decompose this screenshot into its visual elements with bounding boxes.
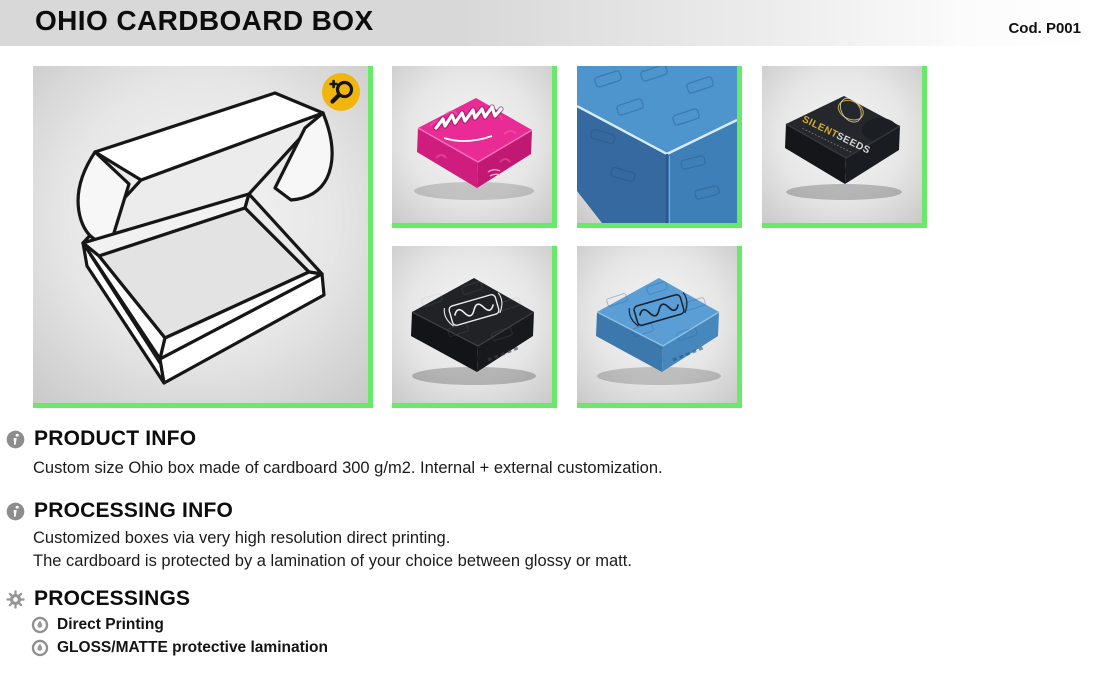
processings-list: Direct Printing GLOSS/MATTE protective l… bbox=[31, 616, 328, 662]
product-code: Cod. P001 bbox=[1008, 20, 1081, 37]
zoom-plus-icon[interactable] bbox=[322, 73, 360, 111]
thumbnail-grid: SILENT SEEDS bbox=[392, 66, 927, 408]
processing-info-body: Customized boxes via very high resolutio… bbox=[33, 527, 632, 573]
thumbnail-black-silent-seeds-box[interactable]: SILENT SEEDS bbox=[762, 66, 927, 228]
page-title: OHIO CARDBOARD BOX bbox=[35, 5, 374, 36]
info-icon bbox=[6, 502, 25, 520]
thumbnail-pink-graffiti-box[interactable] bbox=[392, 66, 557, 228]
processing-info-line: Customized boxes via very high resolutio… bbox=[33, 529, 451, 547]
product-info-body: Custom size Ohio box made of cardboard 3… bbox=[33, 459, 663, 477]
product-info-title: PRODUCT INFO bbox=[34, 427, 197, 450]
header-bar: OHIO CARDBOARD BOX Cod. P001 bbox=[0, 0, 1093, 46]
box-line-drawing bbox=[76, 91, 334, 385]
processing-info-title: PROCESSING INFO bbox=[34, 499, 234, 522]
info-icon bbox=[6, 430, 25, 448]
processing-item-label: Direct Printing bbox=[57, 616, 164, 633]
product-info-heading: PRODUCT INFO bbox=[6, 427, 196, 451]
main-product-image[interactable] bbox=[33, 66, 373, 408]
thumbnail-black-ornate-box[interactable] bbox=[392, 246, 557, 408]
processings-heading: PROCESSINGS bbox=[6, 587, 190, 611]
ink-drop-icon bbox=[31, 639, 49, 657]
processing-item-label: GLOSS/MATTE protective lamination bbox=[57, 639, 328, 656]
processing-info-line: The cardboard is protected by a laminati… bbox=[33, 552, 632, 570]
thumbnail-blue-ornate-box[interactable] bbox=[577, 246, 742, 408]
list-item: GLOSS/MATTE protective lamination bbox=[31, 639, 328, 657]
gear-icon bbox=[6, 589, 25, 609]
ink-drop-icon bbox=[31, 616, 49, 634]
processing-info-heading: PROCESSING INFO bbox=[6, 499, 233, 523]
thumbnail-blue-box-closeup[interactable] bbox=[577, 66, 742, 228]
product-gallery: SILENT SEEDS bbox=[33, 66, 927, 408]
list-item: Direct Printing bbox=[31, 616, 328, 634]
processings-title: PROCESSINGS bbox=[34, 587, 191, 610]
